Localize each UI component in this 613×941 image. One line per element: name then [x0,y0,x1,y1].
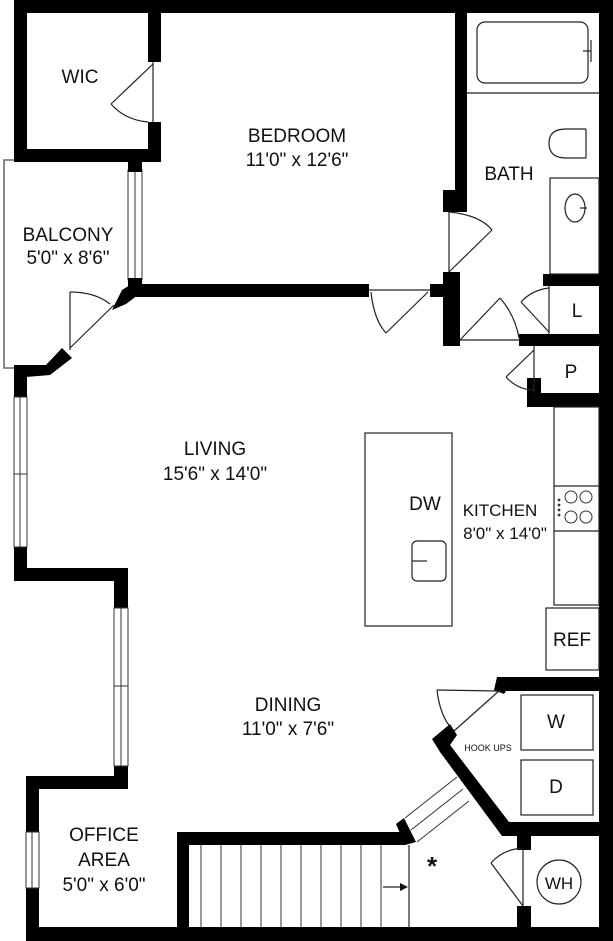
room-size-balcony: 5'0" x 8'6" [26,248,109,269]
room-label-office-line1: OFFICE [69,825,139,846]
water-heater [536,859,582,905]
room-label-balcony: BALCONY [23,225,114,246]
interior-walls [14,0,613,928]
toilet [548,128,586,159]
room-label-bath: BATH [484,164,533,185]
room-label-office-line2: AREA [78,850,130,871]
stairs [200,776,470,927]
kitchen-counter [553,406,600,606]
refrigerator-label: REF [553,630,591,651]
washer-label: W [547,712,565,733]
room-label-living: LIVING [184,439,246,460]
linen-label: L [572,301,583,322]
vanity [549,177,600,275]
windows [13,169,143,889]
dishwasher-label: DW [409,494,441,515]
washer [520,694,594,751]
cooktop-icon [557,490,593,524]
bath-fixtures [467,21,600,275]
water-heater-label: WH [545,874,573,893]
fixture-labels: L P DW REF W D HOOK UPS WH * [409,301,591,893]
room-size-dining: 11'0" x 7'6" [242,719,334,740]
room-size-office: 5'0" x 6'0" [62,875,145,896]
room-size-bedroom: 11'0" x 12'6" [246,150,349,171]
refrigerator [545,607,600,671]
room-label-wic: WIC [62,67,99,88]
bathtub [476,21,589,84]
laundry-fixtures [520,694,594,905]
pantry-label: P [565,362,578,383]
room-label-kitchen: KITCHEN [463,501,538,520]
dryer-label: D [549,777,563,798]
dryer [520,759,594,816]
note-marker: * [427,851,438,881]
kitchen-island [364,432,453,627]
room-label-dining: DINING [255,695,322,716]
kitchen-fixtures [364,406,600,671]
room-size-kitchen: 8'0" x 14'0" [463,524,547,543]
hookups-label: HOOK UPS [464,743,512,753]
room-labels: WIC BEDROOM 11'0" x 12'6" BATH BALCONY 5… [23,67,547,896]
balcony-railing [3,159,14,369]
doors [69,62,550,907]
exterior-walls [14,0,613,941]
room-label-bedroom: BEDROOM [248,126,346,147]
room-size-living: 15'6" x 14'0" [163,464,267,485]
